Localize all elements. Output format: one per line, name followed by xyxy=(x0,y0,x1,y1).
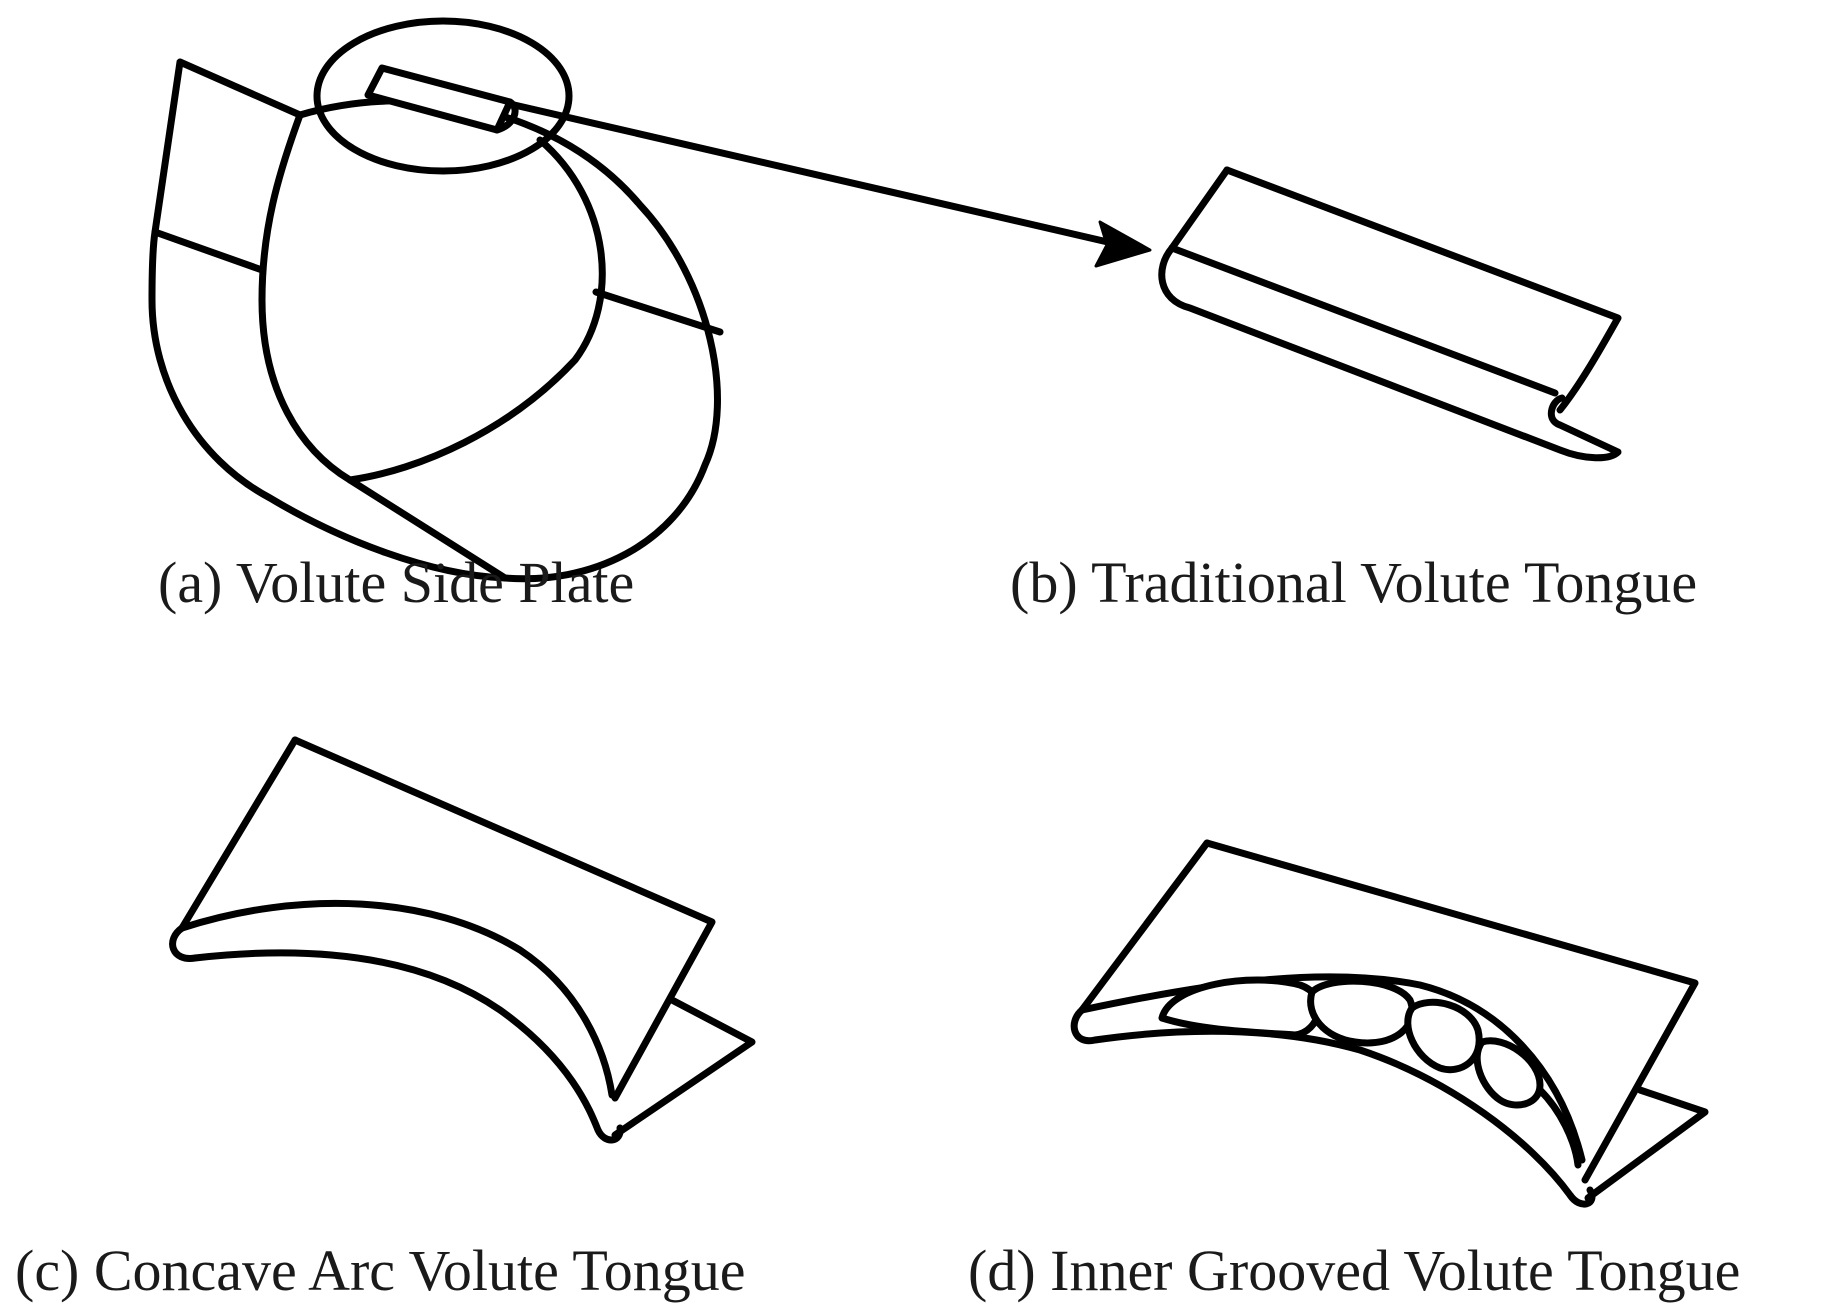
caption-b: (b) Traditional Volute Tongue xyxy=(1010,550,1697,615)
tongue-d-flap xyxy=(1584,1086,1709,1202)
arrow-a-to-b xyxy=(506,100,1152,268)
tongue-c-arc-lower xyxy=(169,924,624,1144)
volute-bottom-strip xyxy=(346,476,509,582)
tongue-d-groove-5 xyxy=(1536,1086,1582,1169)
tongue-c-plate xyxy=(291,736,716,1102)
caption-c: (c) Concave Arc Volute Tongue xyxy=(15,1238,745,1303)
tongue-b-rounded-nose xyxy=(1158,244,1622,462)
small-tongue-piece xyxy=(364,64,514,134)
volute-band-right xyxy=(592,288,724,336)
tongue-c-flap xyxy=(611,996,756,1139)
panel-d-inner-grooved-volute-tongue xyxy=(1070,839,1709,1208)
caption-d: (d) Inner Grooved Volute Tongue xyxy=(968,1238,1740,1303)
tongue-d-plate xyxy=(1203,839,1699,1184)
tongue-d-arc-lower xyxy=(1070,1006,1596,1208)
tongue-b-fold-line xyxy=(1168,244,1559,397)
tongue-d-groove-3 xyxy=(1404,998,1483,1074)
tongue-d-groove-2 xyxy=(1307,977,1416,1047)
tongue-d-groove-4 xyxy=(1473,1037,1544,1109)
tongue-c-left-edge xyxy=(178,736,299,932)
panel-c-concave-arc-volute-tongue xyxy=(169,736,756,1144)
volute-inner-lobe xyxy=(258,111,606,484)
volute-left-wall xyxy=(151,58,304,236)
tongue-d-left-edge xyxy=(1078,839,1211,1014)
tongue-highlight-ellipse xyxy=(313,17,573,175)
tongue-b-left-edge xyxy=(1168,166,1231,252)
volute-outer-casing xyxy=(148,97,721,583)
arrow-shaft xyxy=(506,100,1116,247)
panel-b-traditional-volute-tongue xyxy=(1158,166,1622,462)
tongue-c-arc-upper xyxy=(178,899,616,1099)
volute-band-left xyxy=(151,228,266,274)
arrow-head xyxy=(1094,220,1152,268)
panel-a-volute-side-plate xyxy=(148,17,724,583)
caption-a: (a) Volute Side Plate xyxy=(158,550,634,615)
tongue-b-plate xyxy=(1223,166,1622,414)
